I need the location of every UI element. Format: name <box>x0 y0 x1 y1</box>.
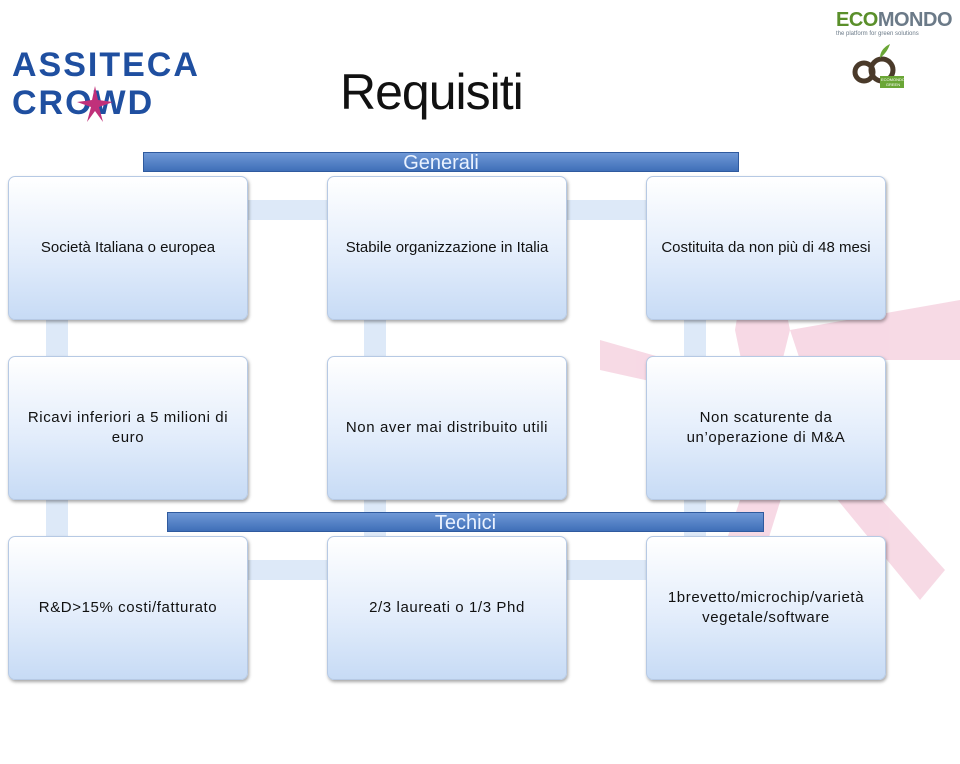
ecomondo-eco-text: ECO <box>836 9 878 31</box>
requirement-box: Non scaturente da un’operazione di M&A <box>646 356 886 500</box>
connector-v1 <box>46 318 68 358</box>
requirement-box: Società Italiana o europea <box>8 176 248 320</box>
ecomondo-tagline: the platform for green solutions <box>836 31 919 37</box>
connector-h1 <box>245 200 331 220</box>
connector-v3 <box>684 318 706 358</box>
connector-h2 <box>564 200 648 220</box>
ecomondo-badge-text: ECOMONDO GREEN <box>881 77 905 87</box>
connector-h4 <box>564 560 648 580</box>
assiteca-crowd-logo: ASSITECA CROWD <box>12 46 198 126</box>
ecomondo-green-badge-icon <box>852 44 904 88</box>
requirement-box: R&D>15% costi/fatturato <box>8 536 248 680</box>
requirement-box: Ricavi inferiori a 5 milioni di euro <box>8 356 248 500</box>
ecomondo-mondo-text: MONDO <box>877 9 953 31</box>
requirement-box: Costituita da non più di 48 mesi <box>646 176 886 320</box>
section-bar-techici: Techici <box>167 512 764 533</box>
logo-star-icon <box>77 86 113 122</box>
page-title: Requisiti <box>340 64 524 120</box>
logo-line1: ASSITECA <box>12 46 200 84</box>
requirement-box: Stabile organizzazione in Italia <box>327 176 567 320</box>
connector-v4 <box>46 498 68 538</box>
connector-v2 <box>364 318 386 358</box>
ecomondo-logo: ECOMONDO the platform for green solution… <box>836 9 953 37</box>
requirement-box: 1brevetto/microchip/varietà vegetale/sof… <box>646 536 886 680</box>
requirement-box: Non aver mai distribuito utili <box>327 356 567 500</box>
connector-h3 <box>245 560 331 580</box>
requirement-box: 2/3 laureati o 1/3 Phd <box>327 536 567 680</box>
section-bar-generali: Generali <box>143 152 739 173</box>
